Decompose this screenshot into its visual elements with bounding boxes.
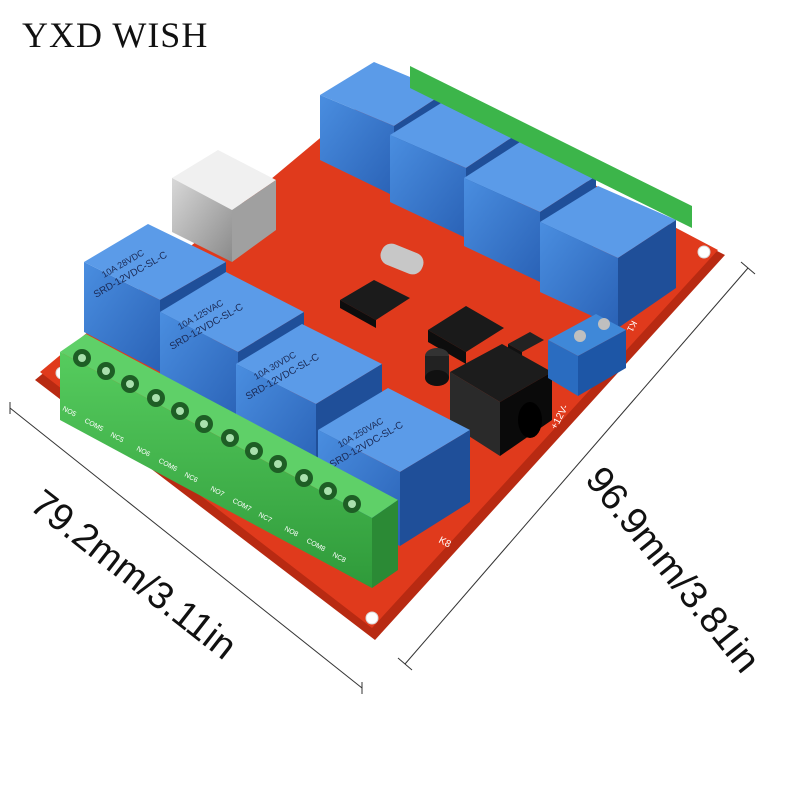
microcontroller (340, 280, 410, 328)
power-terminal-block (548, 314, 626, 396)
relay-row-front: SRD-12VDC-SL-C SRD-12VDC-SL-C SRD-12VDC-… (84, 224, 470, 546)
pcb-label-k1: K1 (625, 319, 639, 333)
brand-watermark: YXD WISH (22, 15, 209, 55)
relay-k1 (540, 186, 676, 328)
crystal-oscillator (380, 243, 424, 275)
capacitor (425, 348, 449, 386)
dimension-length-label: 96.9mm/3.81in (577, 459, 768, 681)
relay-row-back (320, 62, 692, 328)
driver-ic (428, 306, 504, 364)
pcb-label-k8: K8 (437, 535, 453, 551)
dc-power-jack (450, 344, 552, 456)
terminal-blocks-front: NO5 COM5 NC5 NO6 COM6 NC6 NO7 COM7 NC7 N… (60, 334, 398, 588)
